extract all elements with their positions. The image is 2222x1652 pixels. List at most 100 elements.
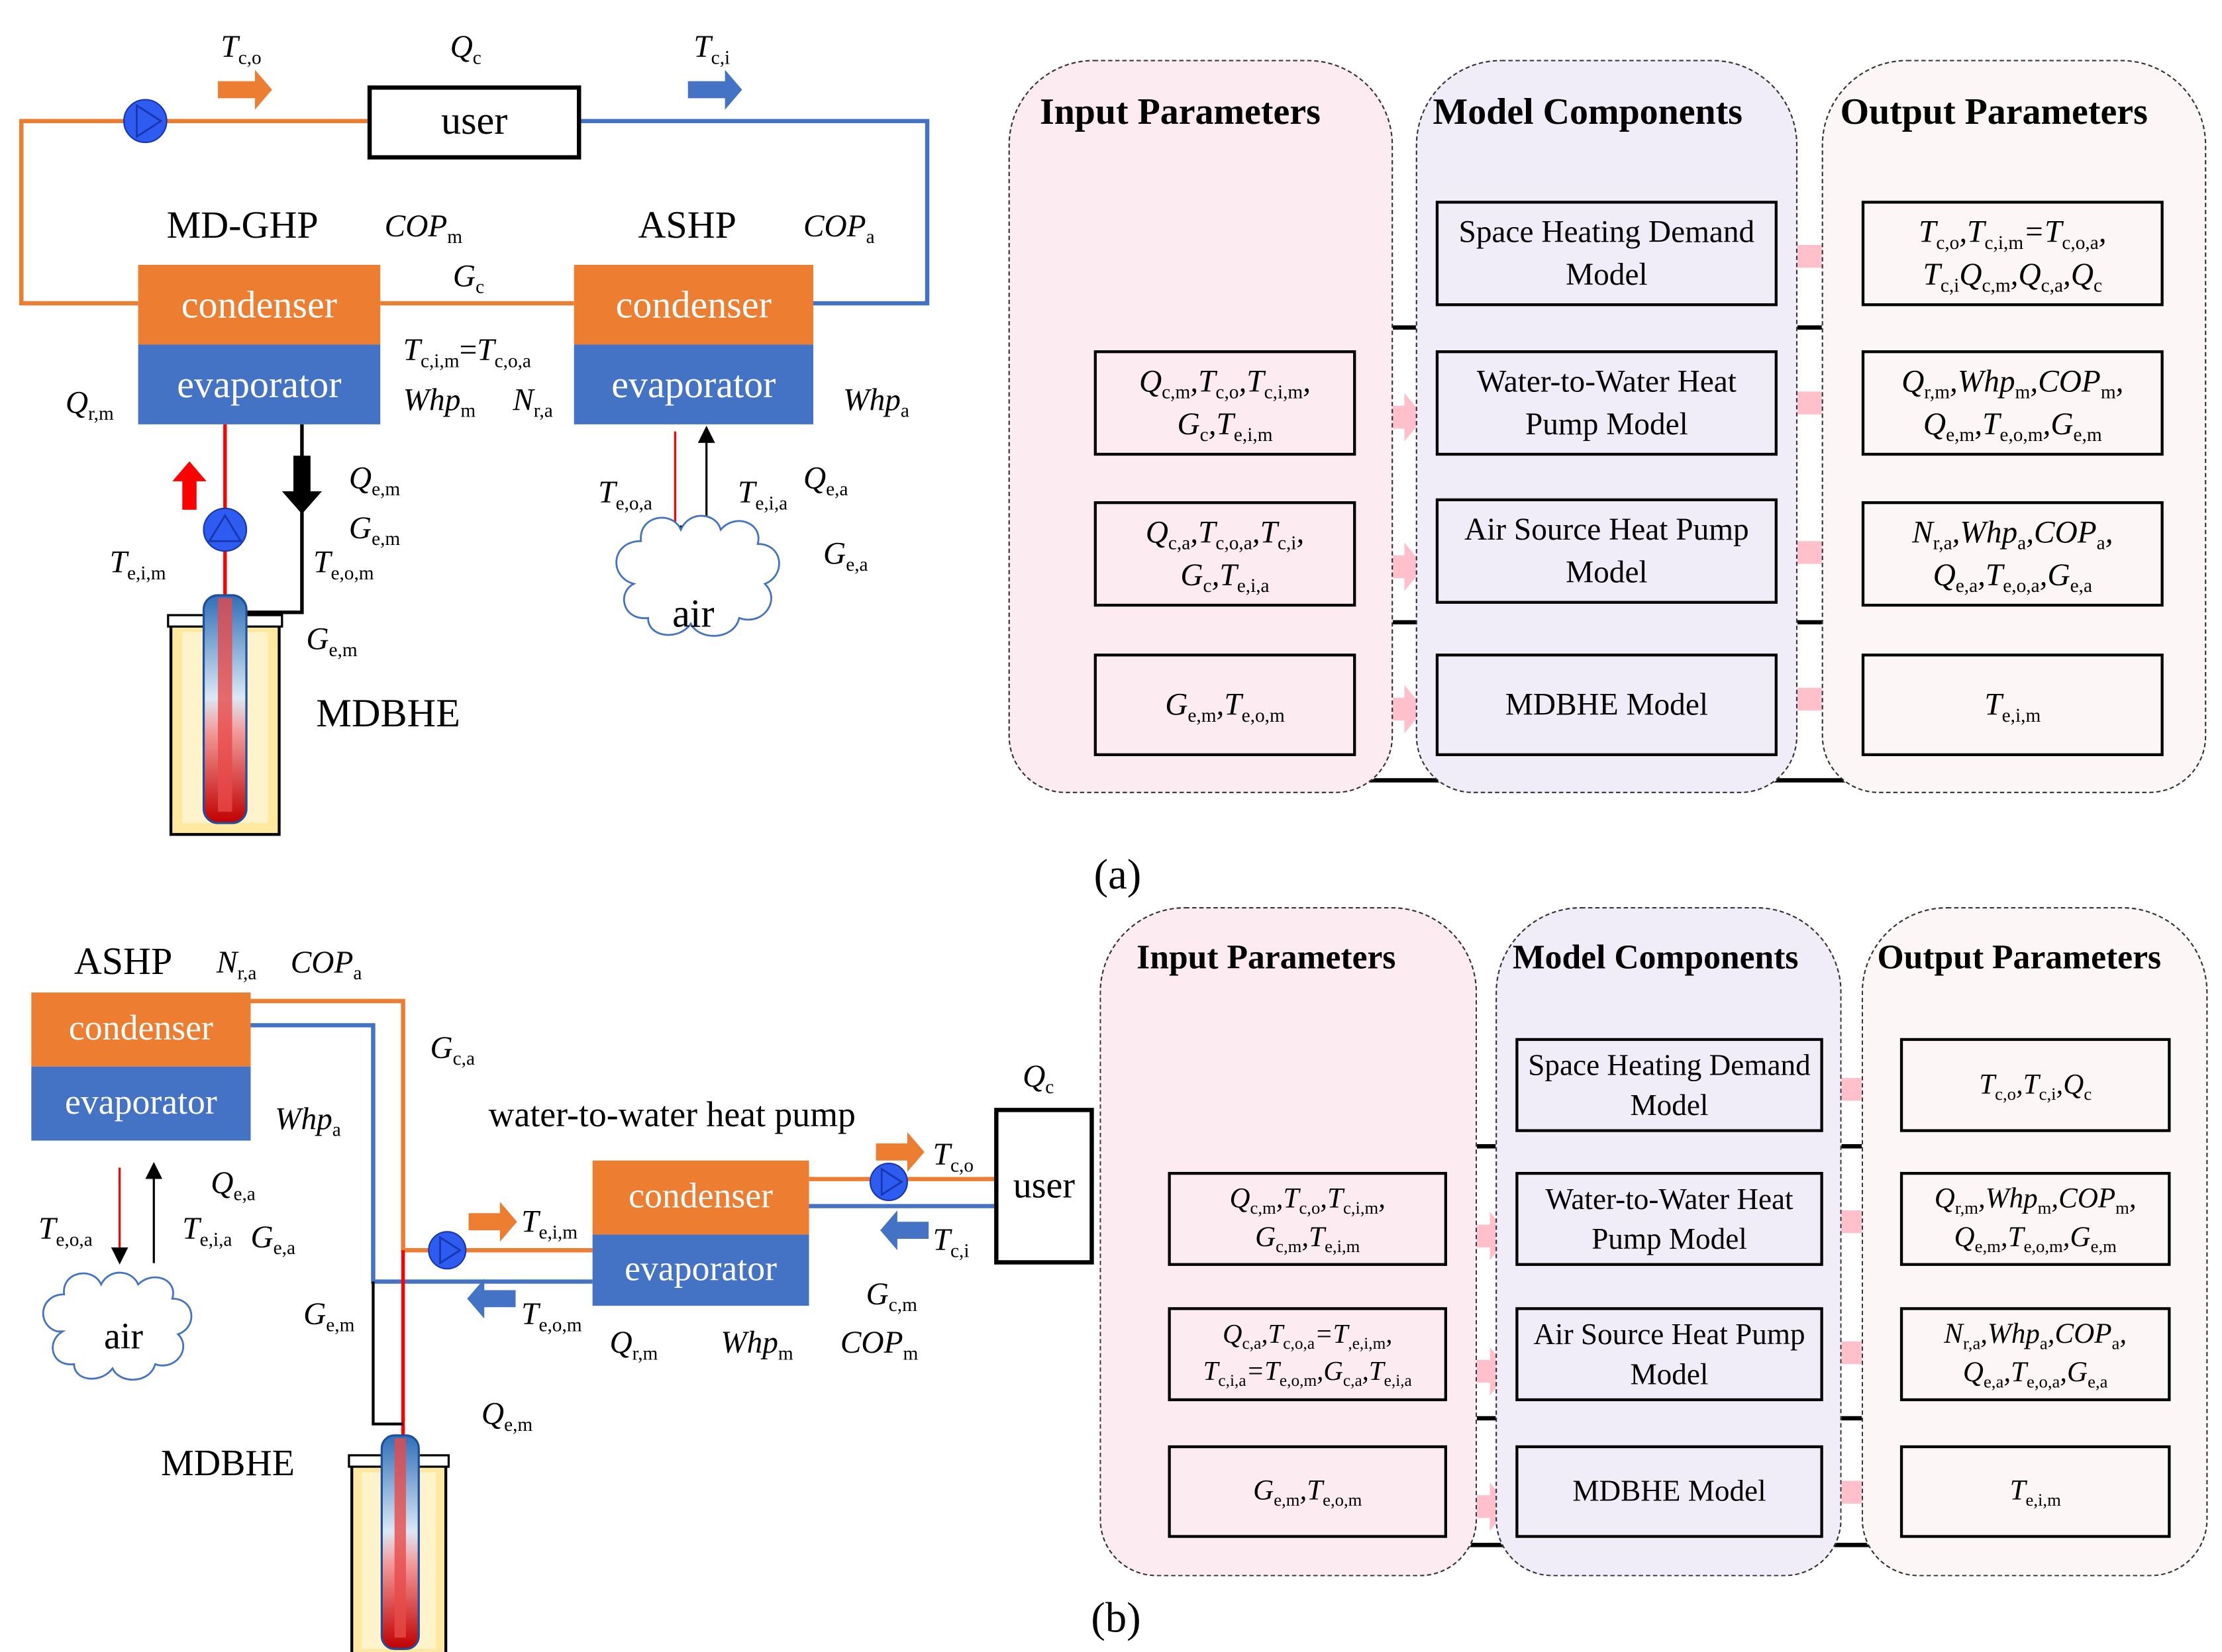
pump-icon — [428, 1231, 467, 1270]
symbol-subscript: c,i — [711, 46, 731, 68]
symbol-main: Q — [609, 1324, 632, 1360]
user-label: user — [1013, 1165, 1075, 1206]
symbol-main: G — [430, 1029, 453, 1065]
input-box: Qc,a,Tc,o,a,Tc,i,Gc,Te,i,a — [1093, 501, 1356, 607]
symbol-Q-ea: Qe,a — [211, 1167, 256, 1203]
symbol-G-ea: Ge,a — [251, 1221, 296, 1257]
output-box: Nr,a,Whpa,COPa,Qe,a,Te,o,a,Ge,a — [1899, 1307, 2171, 1402]
user-label: user — [440, 99, 508, 144]
symbol-subscript: e,m — [1187, 705, 1217, 726]
symbol-main: T — [403, 332, 421, 367]
symbol-subscript: r,m — [632, 1342, 658, 1364]
input-box: Qc,m,Tc,o,Tc,i,m,Gc,Te,i,m — [1093, 350, 1356, 456]
symbol-subscript: e,m — [504, 1414, 533, 1435]
symbol-subscript: e,a — [2088, 1371, 2108, 1392]
mdbhe-label: MDBHE — [161, 1442, 295, 1484]
column-heading: Input Parameters — [1136, 940, 1396, 977]
symbol-subscript: e,i,m — [2001, 705, 2041, 726]
symbol-subscript: e,o,a — [56, 1228, 93, 1250]
symbol-subscript: e,o,m — [330, 561, 374, 584]
symbol-subscript: c,i,a — [1218, 1371, 1246, 1390]
pump-icon — [123, 99, 168, 144]
symbol-main: G — [866, 1275, 889, 1312]
symbol-subscript: e,i,m — [538, 1221, 578, 1243]
model-box: MDBHE Model — [1515, 1445, 1823, 1538]
symbol-subscript: e,i,a — [755, 492, 788, 514]
symbol-subscript: e,i,m — [1233, 424, 1273, 446]
symbol-COP-m: COPm — [840, 1324, 918, 1363]
symbol-N-ra: Nr,a — [513, 384, 553, 420]
symbol-subscript: r,m — [88, 403, 114, 424]
symbol-T-co: Tc,o — [933, 1136, 974, 1175]
evaporator-label: evaporator — [625, 1250, 778, 1289]
symbol-subscript: e,i,m — [1325, 1236, 1360, 1257]
output-box: Nr,a,Whpa,COPa,Qe,a,Te,o,a,Ge,a — [1861, 501, 2164, 607]
symbol-main: COP — [840, 1324, 903, 1360]
symbol-subscript: r,a — [533, 399, 553, 422]
panel-label-b: (b) — [1091, 1594, 1141, 1642]
symbol-T-eia: Te,i,a — [738, 476, 787, 512]
symbol-subscript: m — [2015, 381, 2031, 403]
symbol-subscript: e,i,a — [1384, 1371, 1412, 1390]
cold-flow-arrow-icon — [880, 1210, 929, 1251]
symbol-subscript: c,o — [950, 1154, 974, 1176]
symbol-subscript: e,o,m — [1241, 705, 1285, 726]
mdbhe-label: MDBHE — [316, 692, 460, 736]
equals-sign: = — [459, 332, 478, 367]
symbol-subscript: c,i,m — [420, 350, 460, 371]
symbol-T-eim: Te,i,m — [110, 546, 166, 583]
model-label: Space Heating Demand Model — [1458, 214, 1755, 292]
symbol-main: T — [521, 1296, 539, 1332]
symbol-subscript: e,o,a — [2027, 1371, 2060, 1392]
output-box: Te,i,m — [1899, 1445, 2171, 1538]
model-box: Water-to-Water Heat Pump Model — [1435, 350, 1778, 456]
mdghp-title: MD-GHP — [166, 203, 319, 247]
symbol-subscript: e,m — [2090, 1236, 2117, 1257]
hot-flow-arrow-icon — [218, 70, 272, 110]
symbol-subscript: e,m — [372, 528, 401, 550]
cold-flow-arrow-icon — [467, 1279, 516, 1319]
symbol-main: T — [521, 1203, 539, 1239]
input-box: Qc,m,Tc,o,Tc,i,m,Gc,m,Te,i,m — [1168, 1171, 1448, 1266]
output-label: Qr,m,Whpm,COPm,Qe,m,Te,o,m,Ge,m — [1901, 364, 2124, 446]
hot-flow-arrow-icon — [468, 1202, 517, 1242]
symbol-Q-ea: Qe,a — [803, 462, 848, 499]
symbol-COP-a: COPa — [291, 946, 362, 983]
model-label: Air Source Heat Pump Model — [1464, 511, 1749, 590]
symbol-T-ci: Tc,i — [693, 30, 730, 67]
output-label: Te,i,m — [2009, 1475, 2061, 1510]
symbol-Whp-a: Whpa — [843, 384, 909, 420]
pump-icon — [203, 507, 248, 552]
symbol-main: N — [513, 381, 534, 418]
symbol-subscript: c,o,a — [1215, 532, 1252, 554]
symbol-main: Whp — [275, 1100, 332, 1137]
model-label: Air Source Heat Pump Model — [1533, 1316, 1805, 1392]
symbol-main: T — [313, 544, 331, 580]
symbol-main: T — [933, 1136, 950, 1172]
symbol-G-em: Ge,m — [306, 623, 357, 659]
symbol-main: Q — [481, 1395, 505, 1432]
symbol-subscript: c — [1203, 575, 1212, 597]
condenser-label: condenser — [181, 282, 338, 326]
symbol-Whp-a: Whpa — [275, 1103, 341, 1140]
hot-flow-arrow-icon — [876, 1132, 925, 1172]
user-box: user — [367, 85, 581, 160]
symbol-subscript: e,o,m — [1323, 1490, 1362, 1510]
symbol-subscript: r,m — [1954, 1198, 1979, 1218]
input-label: Qc,a,Tc,o,a=T,e,i,m,Tc,i,a=Te,o,m,Gc,a,T… — [1203, 1320, 1412, 1390]
output-box: Qr,m,Whpm,COPm,Qe,m,Te,o,m,Ge,m — [1899, 1171, 2171, 1266]
symbol-subscript: e,i,a — [199, 1228, 232, 1250]
symbol-subscript: r,m — [1924, 381, 1950, 403]
model-box: Air Source Heat Pump Model — [1515, 1307, 1823, 1402]
symbol-main: COP — [803, 207, 866, 244]
symbol-main: COP — [384, 207, 448, 244]
symbol-subscript: m — [2115, 1198, 2129, 1218]
ashp-evaporator: evaporator — [31, 1066, 251, 1141]
symbol-subscript: e,o,a — [615, 492, 652, 514]
evaporator-label: evaporator — [177, 362, 342, 405]
symbol-main: T — [598, 474, 616, 510]
symbol-subscript: e,o,a — [2003, 575, 2040, 597]
symbol-N-ra: Nr,a — [217, 946, 257, 983]
symbol-subscript: c,o — [1995, 1083, 2016, 1104]
symbol-Q-rm: Qr,m — [609, 1324, 658, 1363]
